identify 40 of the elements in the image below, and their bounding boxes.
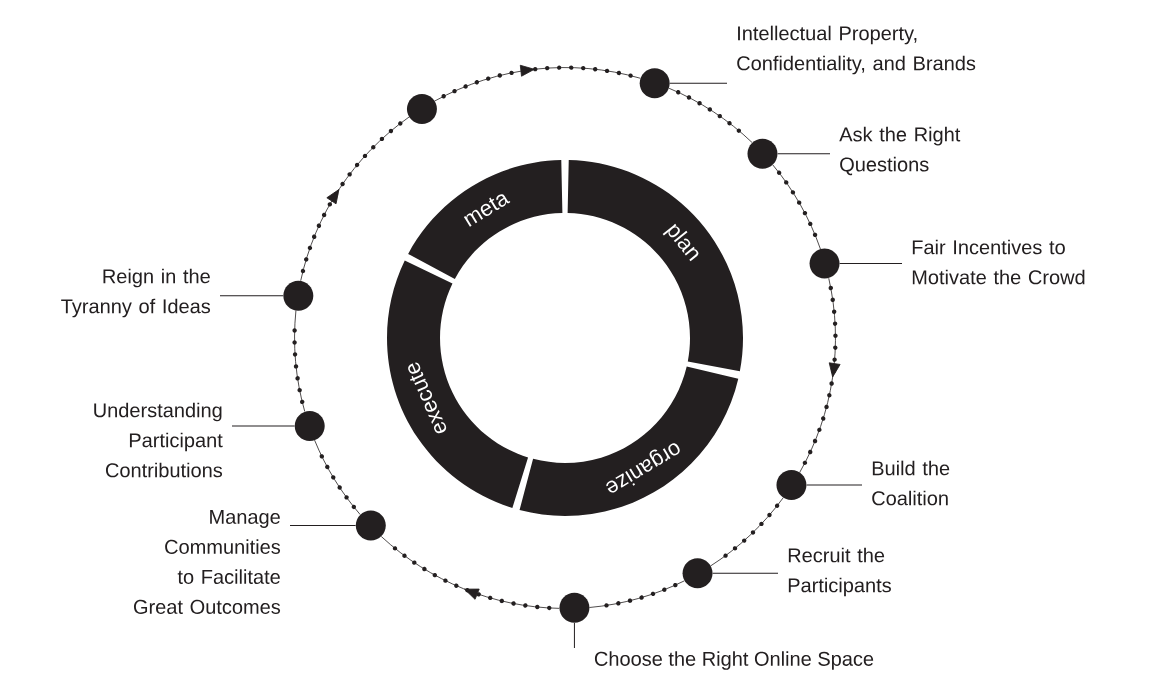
- step-label: Recruit the Participants: [788, 547, 891, 597]
- step-label: Ask the Right Questions: [839, 126, 961, 176]
- leader-line: [669, 82, 728, 84]
- cycle-arrow: [772, 164, 821, 250]
- cycle-arrow: [434, 64, 641, 102]
- cycle-arrow: [380, 536, 560, 611]
- dot: [776, 470, 807, 501]
- leader-line: [806, 484, 863, 486]
- dot: [294, 410, 325, 441]
- cycle-arrow: [668, 87, 753, 144]
- step-label: Manage Communities to Facilitate Great Outcomes: [134, 510, 281, 614]
- cycle-arrow: [799, 277, 841, 473]
- leader-line: [712, 572, 779, 574]
- leader-line: [839, 263, 903, 265]
- cycle-arrow: [314, 439, 361, 516]
- leader-line: [231, 425, 295, 427]
- step-label: Understanding Participant Contributions: [94, 402, 223, 478]
- cycle-arrow: [300, 116, 410, 282]
- leader-line: [777, 153, 831, 155]
- ring-segment: plan: [567, 160, 743, 372]
- leader-line: [219, 295, 284, 297]
- leader-line: [289, 525, 357, 527]
- step-label: Build the Coalition: [872, 460, 950, 506]
- dot: [682, 558, 713, 589]
- dot: [747, 138, 778, 169]
- dot: [355, 510, 386, 541]
- cycle-arrow: [292, 310, 306, 412]
- dot: [283, 280, 314, 311]
- cycle-arrow: [710, 497, 784, 567]
- ring-segment: meta: [408, 160, 563, 279]
- step-label: Intellectual Property, Confidentiality, and Brands: [737, 25, 976, 75]
- step-label: Fair Incentives to Motivate the Crowd: [912, 239, 1085, 285]
- step-label: Choose the Right Online Space: [594, 651, 874, 670]
- dot: [406, 94, 437, 124]
- step-label: Reign in the Tyranny of Ideas: [61, 268, 211, 318]
- cycle-arrow: [589, 580, 685, 608]
- leader-line: [573, 622, 575, 649]
- dot: [809, 248, 840, 279]
- dot: [559, 592, 590, 623]
- dot: [639, 68, 670, 99]
